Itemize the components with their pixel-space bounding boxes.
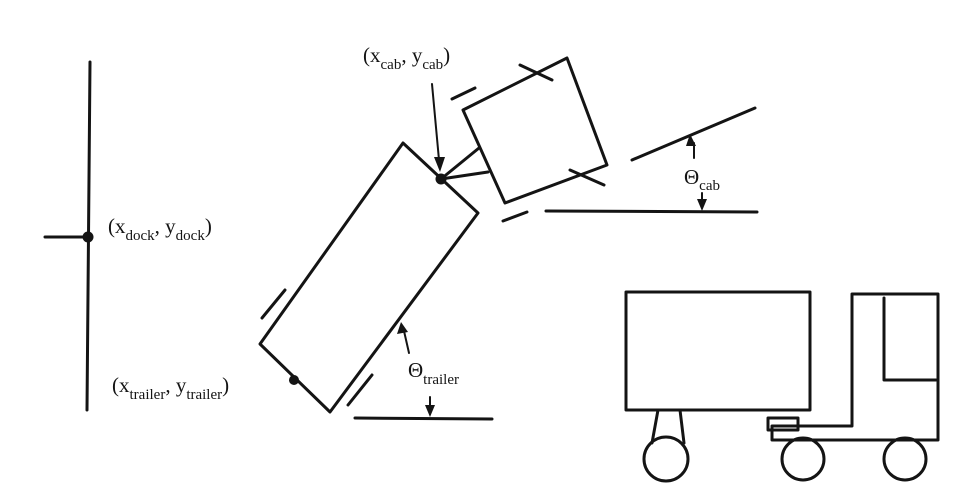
side-trailer-box <box>624 290 812 412</box>
theta-cab-angle <box>544 106 759 214</box>
hitch-link-lower <box>439 170 490 181</box>
side-cab-wheel-front <box>882 436 928 482</box>
trailer-label: (xtrailer, ytrailer) <box>112 373 229 403</box>
dock-label: (xdock, ydock) <box>108 214 212 244</box>
cab-reference-line <box>544 209 759 214</box>
cab-wheel-front-right <box>518 63 554 82</box>
theta-trailer-arrowhead-down <box>425 405 435 417</box>
theta-trailer-arrow-up <box>403 330 410 354</box>
cab-wheel-rear-right <box>568 168 606 187</box>
trailer-reference-line <box>353 416 494 421</box>
loading-dock <box>43 60 94 412</box>
cab-top-view <box>450 56 609 223</box>
dock-point <box>82 231 94 243</box>
cab-pointer-head <box>434 157 445 172</box>
side-cab-outline <box>770 292 940 442</box>
theta-cab-arrowhead-down <box>697 199 707 211</box>
side-cab-wheel-rear <box>780 436 826 482</box>
hitch-connector <box>439 146 490 181</box>
cab-axis-line <box>630 106 757 162</box>
cab-pointer-shaft <box>431 83 440 161</box>
cab-wheel-rear-left <box>501 210 529 223</box>
trailer-rear-point <box>289 375 299 385</box>
theta-cab-label: Θcab <box>684 165 720 194</box>
side-trailer-leg <box>650 408 686 445</box>
side-trailer-wheel <box>642 435 690 483</box>
theta-cab-arrowhead-up <box>686 134 696 146</box>
cab-body <box>461 56 609 205</box>
hitch-link-upper <box>439 146 481 181</box>
truck-side-view <box>624 290 940 483</box>
cab-label: (xcab, ycab) <box>363 43 450 73</box>
theta-trailer-arrowhead-up <box>397 322 408 334</box>
side-hitch-plate <box>766 416 800 432</box>
cab-pointer-arrow <box>431 83 445 172</box>
trailer-wheel-right <box>346 373 374 407</box>
trailer-wheel-left <box>260 288 287 320</box>
side-cab-window <box>882 296 938 382</box>
theta-trailer-label: Θtrailer <box>408 358 459 388</box>
theta-trailer-angle <box>353 322 494 421</box>
cab-wheel-front-left <box>450 86 477 101</box>
trailer-body <box>258 141 480 414</box>
